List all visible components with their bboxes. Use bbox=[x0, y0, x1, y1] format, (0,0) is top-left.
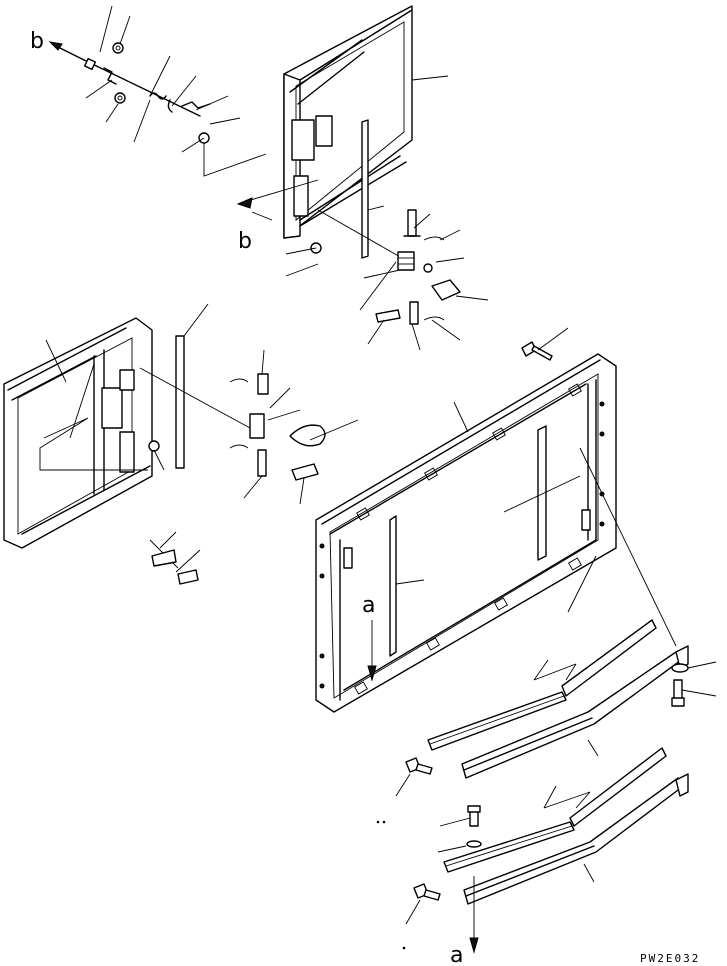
latch-hardware-cluster-b bbox=[48, 5, 267, 177]
view-label-a-mid: a bbox=[362, 593, 375, 618]
left-seal-strip bbox=[175, 335, 185, 469]
upper-rail-assembly bbox=[427, 619, 689, 779]
lower-rail-fasteners bbox=[376, 805, 482, 950]
upper-rail-fasteners bbox=[395, 661, 717, 797]
left-hinge-cluster bbox=[139, 349, 359, 585]
drawing-code: PW2E032 bbox=[640, 952, 700, 965]
left-door-panel bbox=[3, 317, 153, 549]
upper-door-panel bbox=[283, 5, 449, 259]
upper-hinge-cluster bbox=[285, 209, 489, 351]
lower-rail-assembly bbox=[443, 747, 689, 905]
view-label-a-bottom: a bbox=[450, 943, 463, 966]
main-door-panel bbox=[315, 353, 677, 713]
view-label-b-top: b bbox=[30, 29, 44, 54]
bolt-main-panel bbox=[521, 327, 569, 361]
view-label-b-mid: b bbox=[238, 229, 252, 254]
